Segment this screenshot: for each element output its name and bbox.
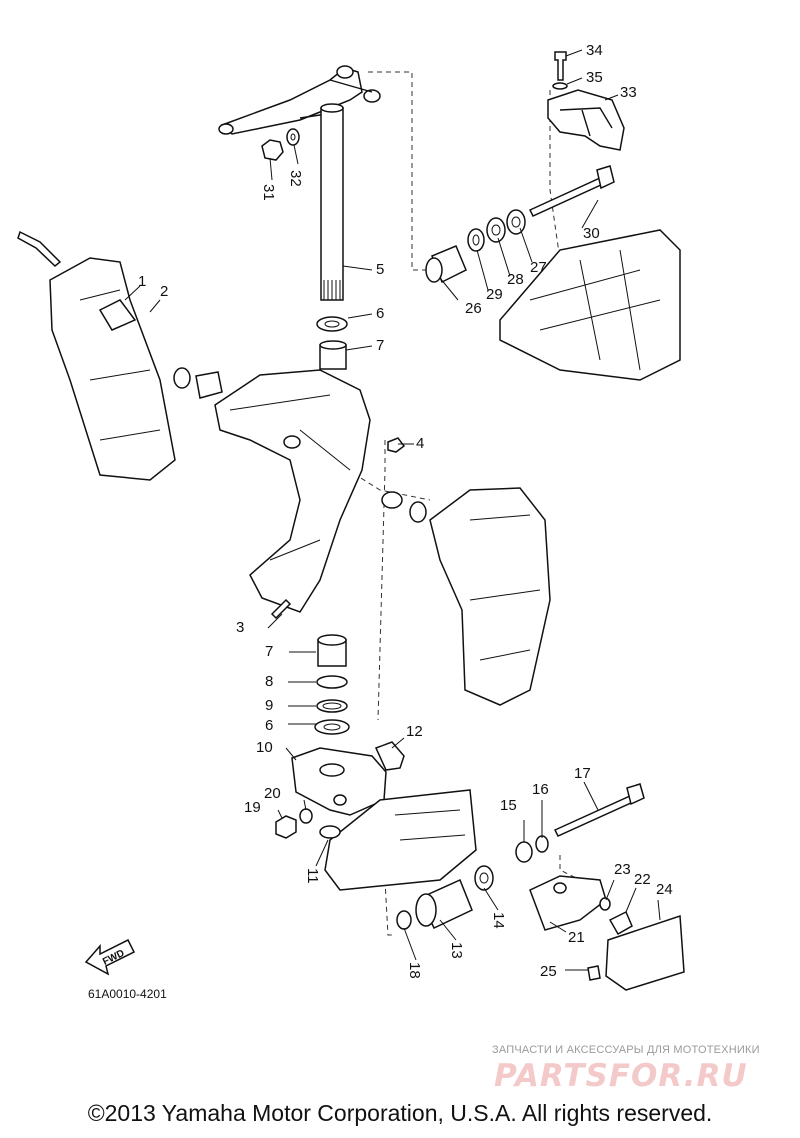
part-label: 25 — [540, 963, 557, 980]
part-label: 9 — [265, 697, 273, 714]
part-label: 6 — [265, 717, 273, 734]
bushings-26-29 — [425, 209, 526, 284]
part-label: 19 — [244, 799, 261, 816]
part-label: 7 — [265, 643, 273, 660]
part-label: 14 — [490, 912, 507, 929]
part-label: 27 — [530, 259, 547, 276]
part-label: 35 — [586, 69, 603, 86]
part-label: 32 — [287, 170, 304, 187]
part-label: 10 — [256, 739, 273, 756]
bracket-12 — [374, 741, 405, 771]
part-label: 5 — [376, 261, 384, 278]
part-label: 30 — [583, 225, 600, 242]
bolt-17-washers-15-16 — [515, 783, 645, 863]
part-label: 21 — [568, 929, 585, 946]
part-label: 23 — [614, 861, 631, 878]
part-label: 24 — [656, 881, 673, 898]
part-label: 1 — [138, 273, 146, 290]
part-label: 16 — [532, 781, 549, 798]
leader-lines — [124, 49, 661, 971]
part-labels: 34 35 33 32 31 30 27 28 29 26 5 6 7 1 2 … — [138, 42, 673, 980]
steering-shaft — [320, 103, 344, 301]
part-label: 34 — [586, 42, 603, 59]
part-label: 7 — [376, 337, 384, 354]
lower-mount-housing — [324, 789, 477, 891]
lower-bushings-6-9 — [314, 634, 350, 735]
part-label: 6 — [376, 305, 384, 322]
lower-mount-10 — [291, 747, 387, 816]
part-label: 17 — [574, 765, 591, 782]
drawing-code: 61A0010-4201 — [88, 987, 167, 1001]
rubber-mount-13-14-18 — [396, 865, 494, 930]
nut-4-screw-3 — [270, 437, 406, 620]
part-label: 2 — [160, 283, 168, 300]
nut-washer-19-20-11 — [275, 808, 341, 839]
part-label: 12 — [406, 723, 423, 740]
part-label: 22 — [634, 871, 651, 888]
swivel-bracket — [173, 367, 427, 613]
part-label: 29 — [486, 286, 503, 303]
part-label: 28 — [507, 271, 524, 288]
part-label: 8 — [265, 673, 273, 690]
part-label: 3 — [236, 619, 244, 636]
part-label: 4 — [416, 435, 424, 452]
lower-bracket-21-25 — [529, 875, 685, 991]
transom-bracket — [499, 229, 681, 381]
watermark-tagline: ЗАПЧАСТИ И АКСЕССУАРЫ ДЛЯ МОТОТЕХНИКИ — [492, 1044, 760, 1056]
watermark-brand: PARTSFOR.RU — [494, 1058, 748, 1094]
clamp-bracket-left — [17, 230, 176, 481]
part-label: 33 — [620, 84, 637, 101]
part-label: 18 — [406, 962, 423, 979]
upper-bushings-6-7 — [316, 316, 348, 370]
part-label: 20 — [264, 785, 281, 802]
part-label: 15 — [500, 797, 517, 814]
through-bolt-30 — [528, 165, 615, 217]
nut-washer-31-32 — [261, 128, 300, 161]
part-label: 11 — [304, 868, 321, 884]
fwd-arrow-icon: FWD — [84, 938, 136, 976]
part-label: 26 — [465, 300, 482, 317]
bolt-bracket-33-35 — [547, 51, 625, 151]
steering-arm — [218, 65, 381, 135]
part-label: 31 — [260, 184, 277, 201]
clamp-bracket-right — [429, 487, 551, 706]
part-label: 13 — [448, 942, 465, 959]
copyright-notice: ©2013 Yamaha Motor Corporation, U.S.A. A… — [87, 1100, 713, 1126]
